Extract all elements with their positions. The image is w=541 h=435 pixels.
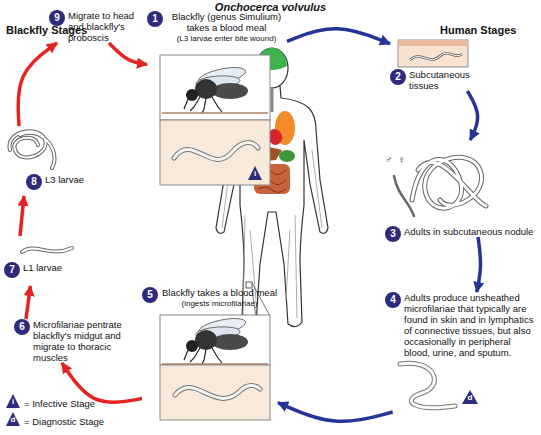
step-number: 7 <box>4 262 20 278</box>
life-cycle-arrow <box>467 91 477 140</box>
worm-body <box>410 53 462 60</box>
life-cycle-arrow <box>278 403 393 422</box>
step-description: L3 larvae <box>45 174 104 185</box>
microfilaria-body <box>400 363 455 407</box>
diagnostic-stage-marker <box>462 390 478 404</box>
female-worm-body <box>412 157 486 208</box>
step-number: 2 <box>390 69 406 85</box>
l3-larvae-drawing <box>10 131 55 168</box>
life-cycle-step: 8L3 larvae <box>4 126 104 196</box>
life-cycle-step: 2Subcutaneous tissues <box>390 28 476 91</box>
step-description: Microfilariae pentrate blackfly's midgut… <box>33 319 134 363</box>
blackfly-drawing <box>162 64 268 113</box>
microfilaria-outline <box>400 363 455 407</box>
male-worm <box>394 176 414 216</box>
l3-larva-drawing <box>174 143 258 160</box>
panel-heading: Human Stages <box>440 24 516 36</box>
blackfly-drawing <box>162 315 268 364</box>
connector-group <box>18 29 480 422</box>
life-cycle-step: 4Adults produce unsheathed microfilariae… <box>385 292 538 412</box>
life-cycle-arrow <box>18 43 57 126</box>
step-description: Subcutaneous tissues <box>409 69 476 91</box>
larva-body <box>174 143 258 160</box>
microfilaria-drawing <box>175 386 260 399</box>
step-note: (ingests microfilariae) <box>161 299 278 309</box>
microfilaria-panel <box>160 365 270 420</box>
larva-panel <box>160 120 270 185</box>
larva-outline <box>175 386 260 399</box>
larva-body <box>22 248 72 252</box>
stage-marker-letter: d <box>6 415 20 424</box>
stomach <box>279 150 295 162</box>
larva-outline <box>22 248 72 252</box>
step-number: 1 <box>147 11 163 27</box>
worm-outline <box>410 53 462 60</box>
life-cycle-step: 1Blackfly (genus Simulium) takes a blood… <box>147 11 287 189</box>
skin-drawing <box>398 40 468 67</box>
step-description: Blackfly (genus Simulium) takes a blood … <box>166 11 287 33</box>
stage-marker-letter: i <box>6 397 20 406</box>
fly-panel <box>160 315 270 365</box>
larva-outline <box>174 143 258 160</box>
trachea <box>271 88 274 112</box>
life-cycle-step: 7L1 larvae <box>4 236 84 286</box>
life-cycle-arrow <box>26 286 30 319</box>
step-number: 4 <box>385 292 401 308</box>
larva-body <box>175 386 260 399</box>
legend-infective-symbol <box>6 394 20 408</box>
step-number: 6 <box>14 319 30 335</box>
legend-entry: = Infective Stage <box>24 398 95 409</box>
life-cycle-step: 3Adults in subcutaneous nodule <box>385 140 540 237</box>
step-number: 8 <box>26 174 42 190</box>
stage-marker-letter: d <box>463 393 477 402</box>
larva-outline <box>10 131 55 168</box>
life-cycle-step: 5Blackfly takes a blood meal(ingests mic… <box>142 287 278 423</box>
skin-epidermis <box>398 40 468 46</box>
step-number: 5 <box>142 287 158 303</box>
female-worm-outline <box>412 157 486 208</box>
adult-worms-drawing <box>394 157 486 216</box>
larva-body <box>10 131 55 168</box>
life-cycle-arrow <box>109 43 147 64</box>
legend-diagnostic-symbol <box>6 412 20 426</box>
fly-panel <box>160 55 270 120</box>
life-cycle-arrow <box>62 363 142 402</box>
stage-marker-letter: i <box>248 169 262 178</box>
life-cycle-step: 6Microfilariae pentrate blackfly's midgu… <box>14 319 134 363</box>
step-description: Adults in subcutaneous nodule <box>404 226 540 237</box>
life-cycle-arrow <box>20 196 24 236</box>
skin-block <box>398 40 468 67</box>
infective-stage-marker <box>248 166 262 180</box>
life-cycle-arrow <box>287 29 390 44</box>
step-number: 3 <box>385 226 401 242</box>
legend-entry: = Diagnostic Stage <box>24 416 104 427</box>
step-description: Blackfly takes a blood meal <box>161 287 278 298</box>
step-number: 9 <box>49 10 65 26</box>
panel-heading: Blackfly Stages <box>6 24 87 36</box>
l1-larva-drawing <box>22 248 72 252</box>
step-description: Adults produce unsheathed microfilariae … <box>404 292 538 358</box>
legend-text: = Diagnostic Stage <box>24 416 104 427</box>
microfilaria-drawing <box>400 363 455 407</box>
legend-text: = Infective Stage <box>24 398 95 409</box>
sex-symbol: ♂ <box>385 154 393 165</box>
life-cycle-arrow <box>477 237 481 292</box>
step-description: L1 larvae <box>23 262 84 273</box>
sex-symbol: ♀ <box>398 154 406 165</box>
step-note: (L3 larvae enter bite wound) <box>166 34 287 44</box>
